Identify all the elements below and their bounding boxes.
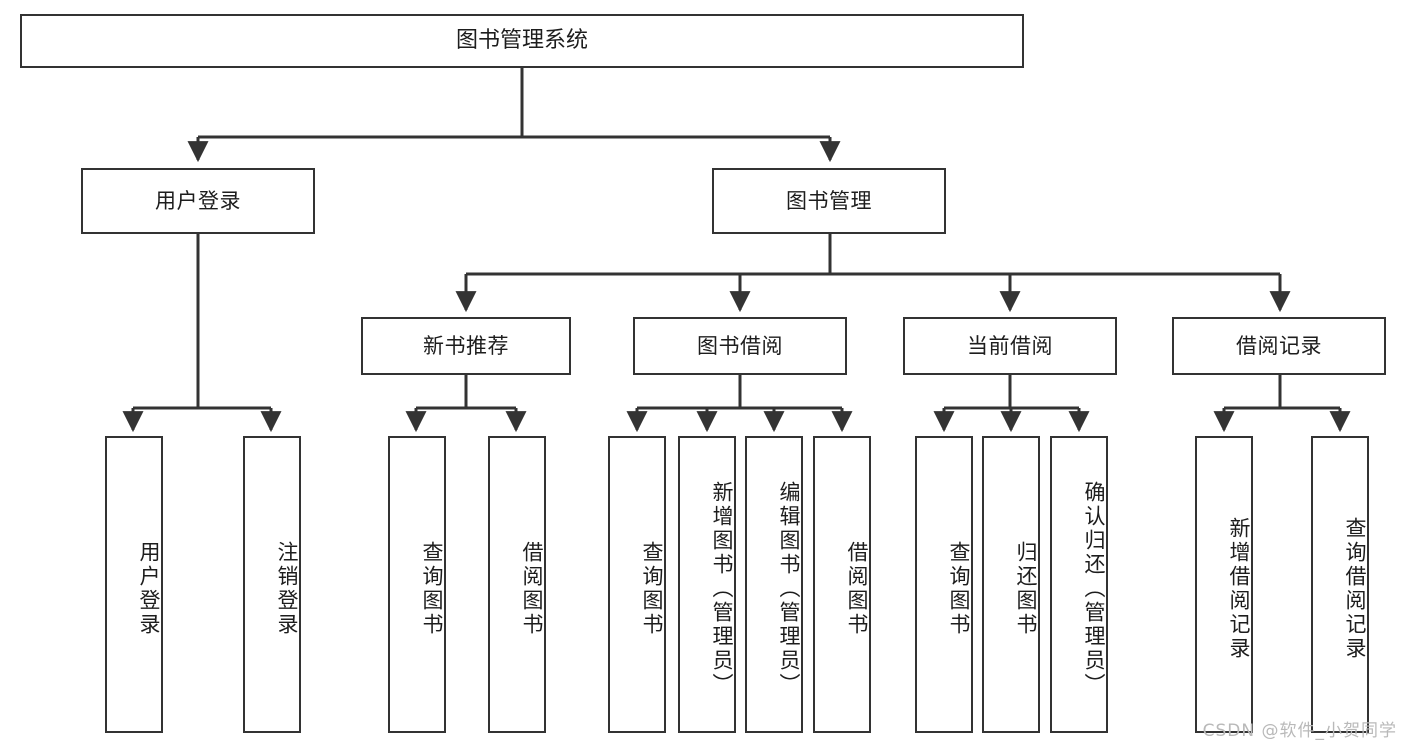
node-user-login[interactable]: 用户登录 xyxy=(81,168,315,234)
node-label: 用户登录 xyxy=(155,188,241,213)
node-borrowing-records[interactable]: 借阅记录 xyxy=(1172,317,1386,375)
node-leaf-edit-book-admin[interactable]: 编辑图书（管理员） xyxy=(745,436,803,733)
node-leaf-confirm-return-admin[interactable]: 确认归还（管理员） xyxy=(1050,436,1108,733)
node-leaf-user-login[interactable]: 用户登录 xyxy=(105,436,163,733)
node-root-book-management-system[interactable]: 图书管理系统 xyxy=(20,14,1024,68)
node-label: 查询借阅记录 xyxy=(1343,516,1367,661)
node-label: 当前借阅 xyxy=(967,333,1053,358)
node-leaf-query-borrow-record[interactable]: 查询借阅记录 xyxy=(1311,436,1369,733)
node-book-management[interactable]: 图书管理 xyxy=(712,168,946,234)
node-leaf-query-book-3[interactable]: 查询图书 xyxy=(915,436,973,733)
csdn-watermark: CSDN @软件_小贺同学 xyxy=(1202,721,1397,741)
node-label: 查询图书 xyxy=(420,540,444,637)
node-leaf-query-book-1[interactable]: 查询图书 xyxy=(388,436,446,733)
node-label: 借阅图书 xyxy=(845,540,869,637)
node-leaf-add-book-admin[interactable]: 新增图书（管理员） xyxy=(678,436,736,733)
node-label: 编辑图书（管理员） xyxy=(777,480,801,697)
node-label: 新增图书（管理员） xyxy=(710,480,734,697)
node-label: 借阅记录 xyxy=(1236,333,1322,358)
node-label: 新增借阅记录 xyxy=(1227,516,1251,661)
node-label: 新书推荐 xyxy=(423,333,509,358)
node-label: 查询图书 xyxy=(640,540,664,637)
node-label: 确认归还（管理员） xyxy=(1082,480,1106,697)
node-new-book-recommendation[interactable]: 新书推荐 xyxy=(361,317,571,375)
node-label: 借阅图书 xyxy=(520,540,544,637)
node-leaf-return-book[interactable]: 归还图书 xyxy=(982,436,1040,733)
node-leaf-borrow-book-2[interactable]: 借阅图书 xyxy=(813,436,871,733)
node-leaf-query-book-2[interactable]: 查询图书 xyxy=(608,436,666,733)
node-label: 用户登录 xyxy=(137,540,161,637)
node-label: 查询图书 xyxy=(947,540,971,637)
node-leaf-add-borrow-record[interactable]: 新增借阅记录 xyxy=(1195,436,1253,733)
node-book-borrowing[interactable]: 图书借阅 xyxy=(633,317,847,375)
node-label: 注销登录 xyxy=(275,540,299,637)
node-label: 图书借阅 xyxy=(697,333,783,358)
node-current-borrowing[interactable]: 当前借阅 xyxy=(903,317,1117,375)
node-label: 图书管理系统 xyxy=(455,28,588,54)
node-label: 图书管理 xyxy=(786,188,872,213)
node-leaf-user-logout[interactable]: 注销登录 xyxy=(243,436,301,733)
node-label: 归还图书 xyxy=(1014,540,1038,637)
node-leaf-borrow-book-1[interactable]: 借阅图书 xyxy=(488,436,546,733)
